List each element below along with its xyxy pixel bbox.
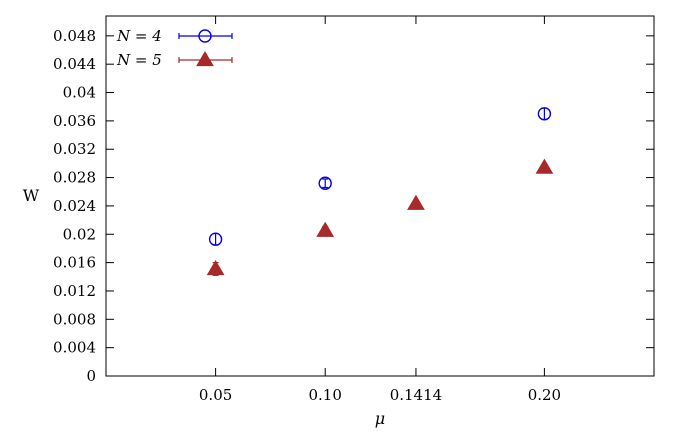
x-axis-label: μ (375, 409, 385, 428)
error-bar (322, 178, 329, 189)
data-point (208, 232, 223, 246)
y-tick-label: 0.028 (53, 169, 96, 187)
plot-frame (105, 15, 655, 377)
error-bar (212, 232, 219, 246)
data-point (316, 221, 335, 237)
y-tick-label: 0.04 (63, 84, 96, 102)
data-point (206, 260, 225, 276)
y-tick-label: 0.02 (63, 225, 96, 243)
x-tick-label: 0.1414 (390, 386, 443, 404)
data-point (537, 107, 552, 121)
y-tick-label: 0.048 (53, 27, 96, 45)
series-1 (208, 107, 552, 246)
legend-marker (196, 51, 214, 67)
error-bar (541, 107, 548, 121)
y-tick-label: 0.016 (53, 254, 96, 272)
legend-label: N = 5 (116, 51, 162, 69)
data-points (206, 107, 554, 276)
y-tick-label: 0.012 (53, 282, 96, 300)
y-tick-label: 0.024 (53, 197, 96, 215)
y-tick-label: 0.032 (53, 140, 96, 158)
legend-entry: N = 4 (116, 27, 233, 45)
legend: N = 4 N = 5 (116, 27, 233, 69)
data-point (535, 158, 554, 174)
x-tick-label: 0.10 (308, 386, 341, 404)
legend-entry: N = 5 (116, 51, 233, 69)
y-tick-label: 0.044 (53, 55, 96, 73)
y-tick-label: 0.036 (53, 112, 96, 130)
y-tick-label: 0 (86, 367, 96, 385)
x-tick-label: 0.20 (528, 386, 561, 404)
y-tick-label: 0.008 (53, 310, 96, 328)
data-point (318, 176, 332, 190)
y-axis: 0 0.004 0.008 0.012 0.016 0.02 0.024 0.028 0.032… (53, 27, 654, 385)
y-tick-label: 0.004 (53, 339, 96, 357)
y-axis-label: W (23, 186, 40, 205)
series-2 (206, 158, 554, 276)
legend-marker (198, 29, 212, 43)
legend-label: N = 4 (116, 27, 162, 45)
x-tick-label: 0.05 (199, 386, 232, 404)
x-axis: 0.05 0.10 0.1414 0.20 (199, 16, 561, 404)
data-point (407, 194, 425, 210)
